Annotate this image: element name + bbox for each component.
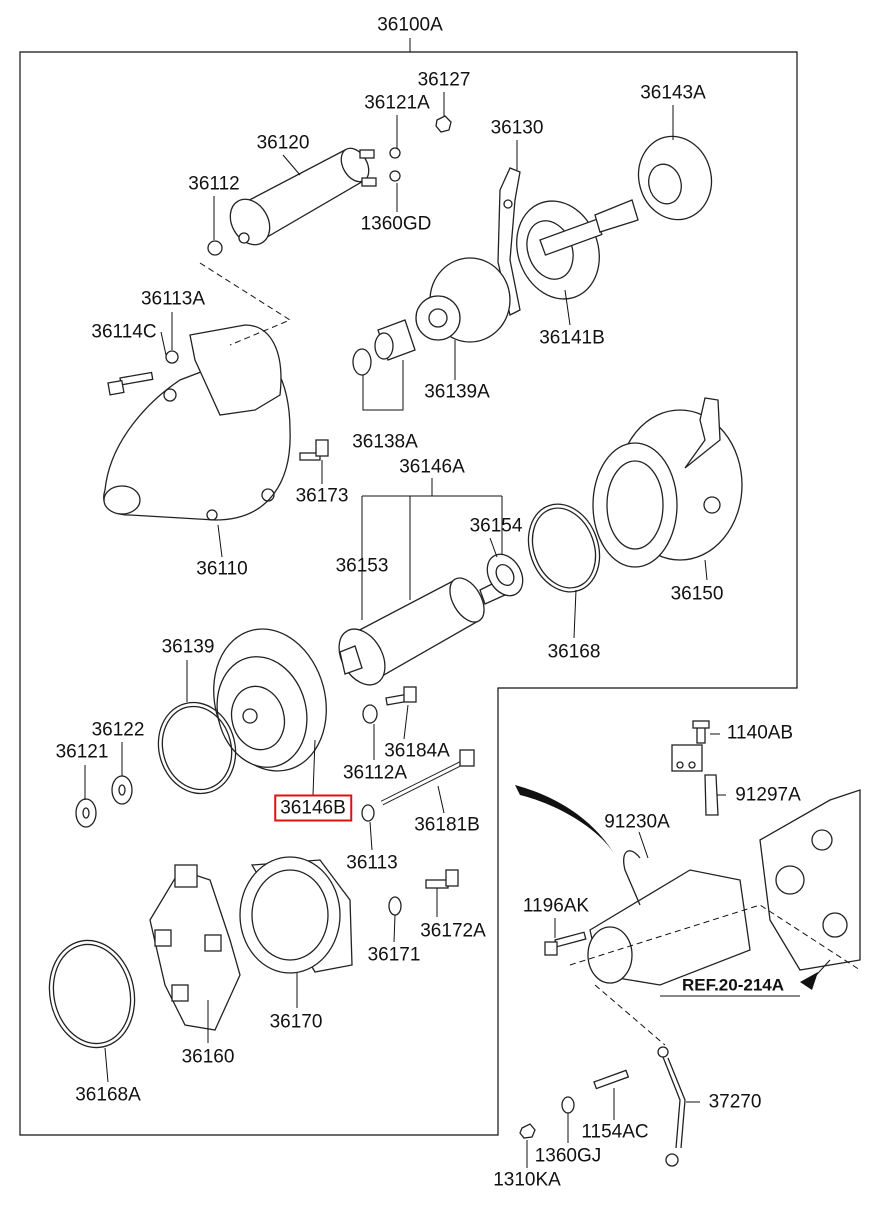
armature-36153 [338, 577, 506, 686]
label-1310KA[interactable]: 1310KA [493, 1169, 561, 1191]
rear-cover-36170 [239, 856, 353, 974]
bolt-36173 [299, 439, 329, 461]
label-36173[interactable]: 36173 [295, 485, 349, 507]
bolt-1140AB [692, 720, 710, 744]
label-36150[interactable]: 36150 [670, 583, 724, 605]
end-frame-36146B [213, 628, 327, 772]
label-36171[interactable]: 36171 [367, 944, 421, 966]
label-36120[interactable]: 36120 [256, 132, 310, 154]
label-36112A[interactable]: 36112A [342, 762, 408, 784]
label-91230A[interactable]: 91230A [604, 811, 670, 833]
label-36113A[interactable]: 36113A [140, 288, 206, 310]
label-36168A[interactable]: 36168A [75, 1084, 141, 1106]
label-36154[interactable]: 36154 [469, 515, 523, 537]
label-36114C[interactable]: 36114C [91, 321, 157, 343]
bolt-1196AK [544, 931, 587, 956]
label-36143A[interactable]: 36143A [640, 82, 706, 104]
label-36160[interactable]: 36160 [181, 1046, 235, 1068]
leader-lines [84, 92, 726, 1168]
label-1360GD[interactable]: 1360GD [360, 213, 432, 235]
starter-engine-view [587, 789, 861, 986]
stud-1154AC [593, 1069, 630, 1090]
bearing-36154 [486, 553, 524, 597]
washer-36121A [389, 147, 401, 159]
label-36121A[interactable]: 36121A [364, 92, 430, 114]
bolt-36172A [425, 869, 459, 889]
sleeve-36138A [352, 319, 416, 376]
bolt-36114C [107, 371, 154, 396]
relay-1140AB [671, 744, 703, 772]
washer-36113 [361, 804, 375, 822]
label-36122[interactable]: 36122 [91, 719, 145, 741]
label-assembly-36100A[interactable]: 36100A [377, 14, 443, 36]
label-36110[interactable]: 36110 [196, 558, 248, 580]
label-36153[interactable]: 36153 [335, 555, 389, 577]
brush-holder-36160 [149, 864, 241, 1031]
o-ring-36168 [527, 503, 601, 593]
clutch-36139A [415, 257, 511, 343]
washer-36171 [388, 896, 402, 916]
o-ring-36139 [157, 701, 237, 795]
label-1360GJ[interactable]: 1360GJ [534, 1145, 602, 1167]
label-36184A[interactable]: 36184A [384, 740, 450, 762]
label-36121[interactable]: 36121 [55, 741, 109, 763]
label-36139[interactable]: 36139 [161, 636, 215, 658]
label-36172A[interactable]: 36172A [420, 920, 486, 942]
through-bolt-36181B [380, 749, 475, 806]
nut-36127 [435, 115, 452, 133]
label-36130[interactable]: 36130 [490, 117, 544, 139]
label-36181B[interactable]: 36181B [414, 814, 480, 836]
washer-36122 [111, 775, 133, 805]
label-36139A[interactable]: 36139A [424, 381, 490, 403]
front-housing-36110 [103, 324, 291, 521]
label-91297A[interactable]: 91297A [735, 784, 801, 806]
washer-1360GD [389, 170, 401, 182]
label-36112[interactable]: 36112 [188, 173, 240, 195]
solenoid-36120 [229, 147, 377, 246]
label-1154AC[interactable]: 1154AC [581, 1121, 649, 1143]
nut-36113A [165, 350, 179, 364]
drive-housing-36141B [516, 199, 639, 300]
label-36170[interactable]: 36170 [269, 1011, 323, 1033]
label-ref-20-214A[interactable]: REF.20-214A [681, 975, 785, 995]
label-37270[interactable]: 37270 [708, 1091, 762, 1113]
washer-1360GJ [561, 1096, 575, 1114]
label-1140AB[interactable]: 1140AB [726, 722, 794, 744]
nut-1310KA [519, 1123, 536, 1139]
label-36138A[interactable]: 36138A [352, 431, 418, 453]
o-ring-36168A [48, 939, 136, 1049]
bracket-91297A [704, 774, 719, 816]
label-36168[interactable]: 36168 [547, 641, 601, 663]
label-36113[interactable]: 36113 [346, 852, 398, 874]
label-36141B[interactable]: 36141B [539, 327, 605, 349]
bearing-36143A [637, 135, 713, 221]
yoke-36150 [592, 397, 743, 568]
bolt-36184A [385, 686, 417, 706]
assembly-boundary [19, 51, 798, 1136]
washer-36112A [362, 704, 378, 724]
label-36146A[interactable]: 36146A [399, 456, 465, 478]
cable-37270 [657, 1046, 686, 1167]
label-36146B-highlighted[interactable]: 36146B [274, 794, 352, 822]
label-1196AK[interactable]: 1196AK [522, 895, 590, 917]
washer-36121 [75, 798, 97, 828]
label-36127[interactable]: 36127 [417, 69, 471, 91]
washer-36112 [207, 240, 223, 256]
